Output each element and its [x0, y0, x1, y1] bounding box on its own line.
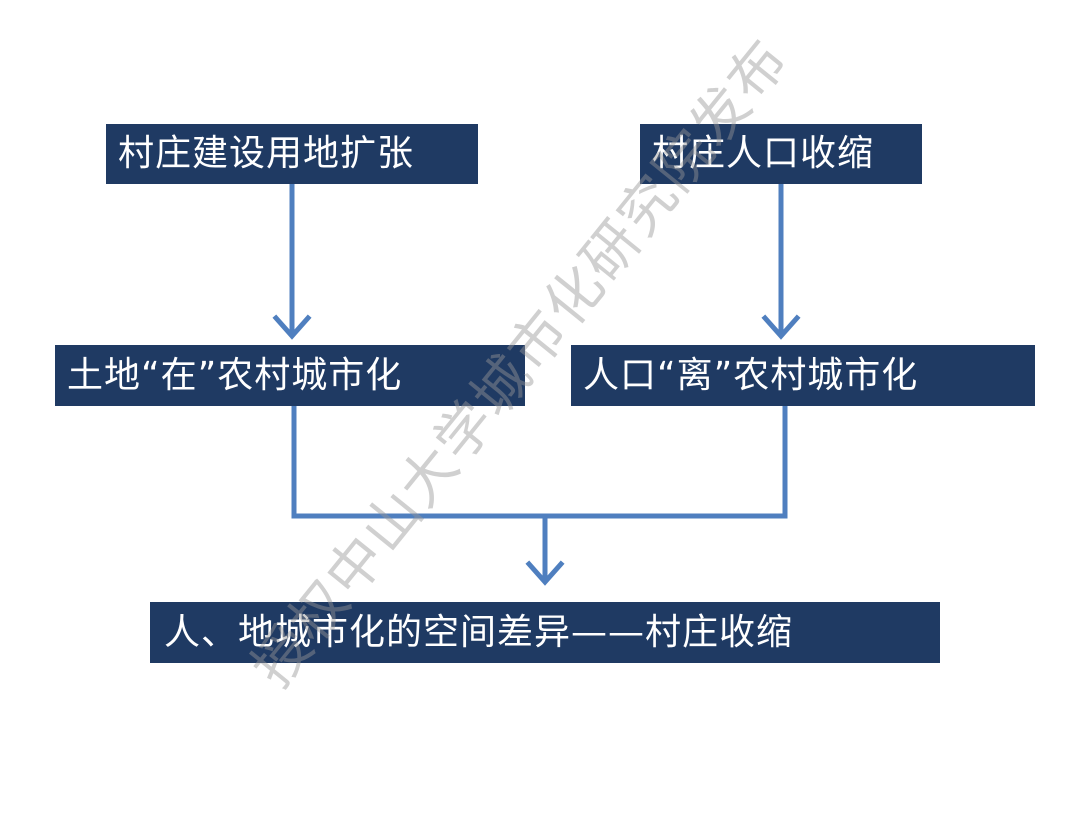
- box-result: 人、地城市化的空间差异——村庄收缩: [150, 602, 940, 663]
- arrowhead-merge-to-result: [525, 560, 565, 586]
- box-population-urbanization: 人口“离”农村城市化: [571, 345, 1035, 406]
- box-village-land-expansion: 村庄建设用地扩张: [106, 124, 478, 184]
- box-land-urbanization: 土地“在”农村城市化: [55, 345, 525, 406]
- box-village-population-shrink: 村庄人口收缩: [640, 124, 922, 184]
- arrowhead-land-to-urban: [272, 314, 312, 340]
- merge-connector: [291, 403, 788, 519]
- arrowhead-pop-to-urban: [761, 314, 801, 340]
